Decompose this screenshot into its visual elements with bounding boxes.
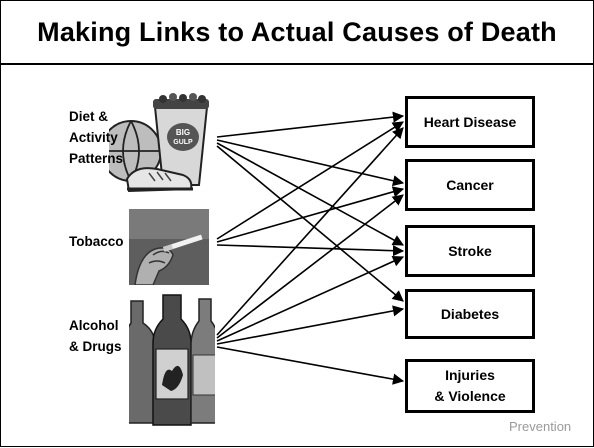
outcome-label: Stroke	[448, 242, 492, 259]
link-diet-to-cancer	[216, 139, 405, 187]
cause-label-line: & Drugs	[69, 339, 122, 354]
slide-title: Making Links to Actual Causes of Death	[37, 16, 557, 47]
cause-label-line: Diet &	[69, 109, 109, 124]
link-alcohol-to-heart	[216, 127, 404, 336]
cause-label-line: Patterns	[69, 151, 124, 166]
svg-text:GULP: GULP	[173, 139, 193, 146]
cause-label-diet-activity: Diet & Activity Patterns	[69, 106, 123, 169]
link-alcohol-to-cancer	[216, 194, 404, 339]
outcome-label: Cancer	[446, 176, 494, 193]
outcome-box-diabetes: Diabetes	[405, 289, 535, 339]
title-bar: Making Links to Actual Causes of Death	[1, 1, 593, 65]
cause-label-line: Tobacco	[69, 234, 124, 249]
cause-label-line: Activity	[69, 130, 118, 145]
outcome-label: Heart Disease	[423, 113, 517, 130]
link-tobacco-to-heart	[216, 121, 404, 240]
link-diet-to-diabetes	[216, 145, 404, 302]
outcome-box-cancer: Cancer	[405, 159, 535, 211]
alcohol-drugs-photo	[129, 293, 215, 427]
link-alcohol-to-diabetes	[216, 305, 405, 345]
cause-label-line: Alcohol	[69, 318, 119, 333]
footer-prevention: Prevention	[509, 419, 572, 434]
outcome-label: & Violence	[434, 388, 506, 404]
outcome-label: Diabetes	[440, 305, 500, 322]
tobacco-photo	[129, 209, 209, 285]
diet-activity-photo: BIG GULP	[109, 93, 221, 201]
outcome-box-stroke: Stroke	[405, 225, 535, 277]
svg-text:BIG: BIG	[176, 128, 190, 137]
link-diet-to-stroke	[216, 142, 404, 246]
link-tobacco-to-stroke	[216, 244, 405, 257]
outcome-box-heart-disease: Heart Disease	[405, 96, 535, 148]
link-diet-to-heart	[216, 111, 405, 138]
cause-label-alcohol-drugs: Alcohol & Drugs	[69, 315, 122, 357]
link-alcohol-to-stroke	[216, 256, 405, 342]
outcome-label: Injuries	[445, 367, 495, 383]
link-tobacco-to-cancer	[216, 186, 405, 243]
link-alcohol-to-injuries	[216, 346, 405, 385]
cause-label-tobacco: Tobacco	[69, 231, 124, 252]
outcome-box-injuries-violence: Injuries & Violence	[405, 359, 535, 413]
